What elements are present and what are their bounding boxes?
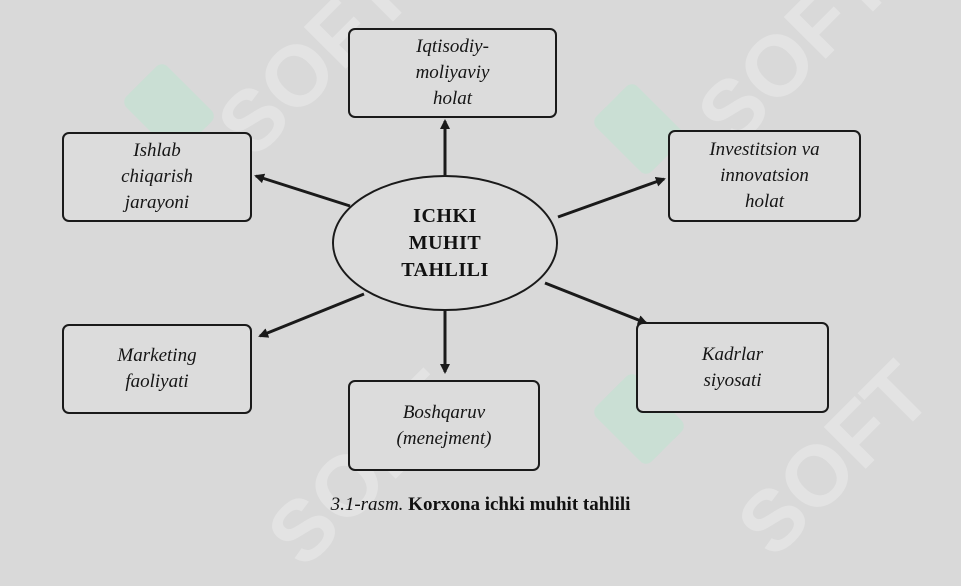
caption-number: 3.1-rasm. [330,494,404,515]
figure-caption: 3.1-rasm. Korxona ichki muhit tahlili [0,494,961,516]
center-ichki-muhit-tahlili: ICHKI MUHIT TAHLILI [332,175,558,311]
node-marketing-faoliyati: Marketing faoliyati [62,324,252,414]
node-iqtisodiy-moliyaviy-holat: Iqtisodiy- moliyaviy holat [348,28,557,118]
node-investitsion-va-innovatsion-holat: Investitsion va innovatsion holat [668,130,861,222]
node-boshqaruv-menejment: Boshqaruv (menejment) [348,380,540,471]
arrow-to-top-left [254,173,351,208]
arrow-to-top-right [557,176,666,219]
node-ishlab-chiqarish-jarayoni: Ishlab chiqarish jarayoni [62,132,252,222]
arrow-to-bottom-right [544,281,648,325]
node-kadrlar-siyosati: Kadrlar siyosati [636,322,829,413]
caption-text: Korxona ichki muhit tahlili [408,494,631,515]
arrow-to-bottom-left [258,292,365,338]
diagram-arrows [254,119,666,374]
